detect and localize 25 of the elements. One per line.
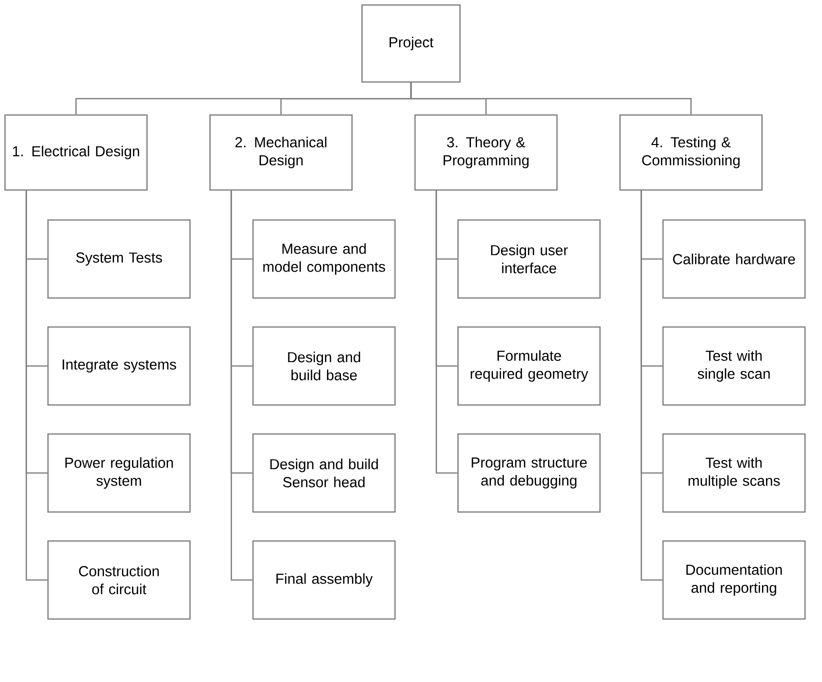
task-box: Final assembly bbox=[252, 540, 396, 620]
task-box: Documentation and reporting bbox=[662, 540, 806, 620]
task-box: Construction of circuit bbox=[47, 540, 191, 620]
connector-line bbox=[26, 190, 48, 581]
task-box: Design and build Sensor head bbox=[252, 433, 396, 513]
task-box: Design and build base bbox=[252, 326, 396, 406]
connector-line bbox=[230, 190, 252, 581]
connector-line bbox=[436, 190, 458, 474]
connector-line bbox=[410, 82, 692, 114]
connector-line bbox=[640, 190, 662, 581]
project-box: Project bbox=[361, 4, 461, 83]
task-box: Calibrate hardware bbox=[662, 219, 806, 299]
task-box: Program structure and debugging bbox=[457, 433, 601, 513]
task-box: Test with single scan bbox=[662, 326, 806, 406]
task-box: Power regulation system bbox=[47, 433, 191, 513]
task-box: Test with multiple scans bbox=[662, 433, 806, 513]
task-box: Formulate required geometry bbox=[457, 326, 601, 406]
category-box: 2. Mechanical Design bbox=[209, 114, 353, 191]
category-box: 4. Testing & Commissioning bbox=[619, 114, 763, 191]
task-box: Design user interface bbox=[457, 219, 601, 299]
task-box: Integrate systems bbox=[47, 326, 191, 406]
task-box: Measure and model components bbox=[252, 219, 396, 299]
category-box: 3. Theory & Programming bbox=[414, 114, 558, 191]
category-box: 1. Electrical Design bbox=[4, 114, 148, 191]
task-box: System Tests bbox=[47, 219, 191, 299]
